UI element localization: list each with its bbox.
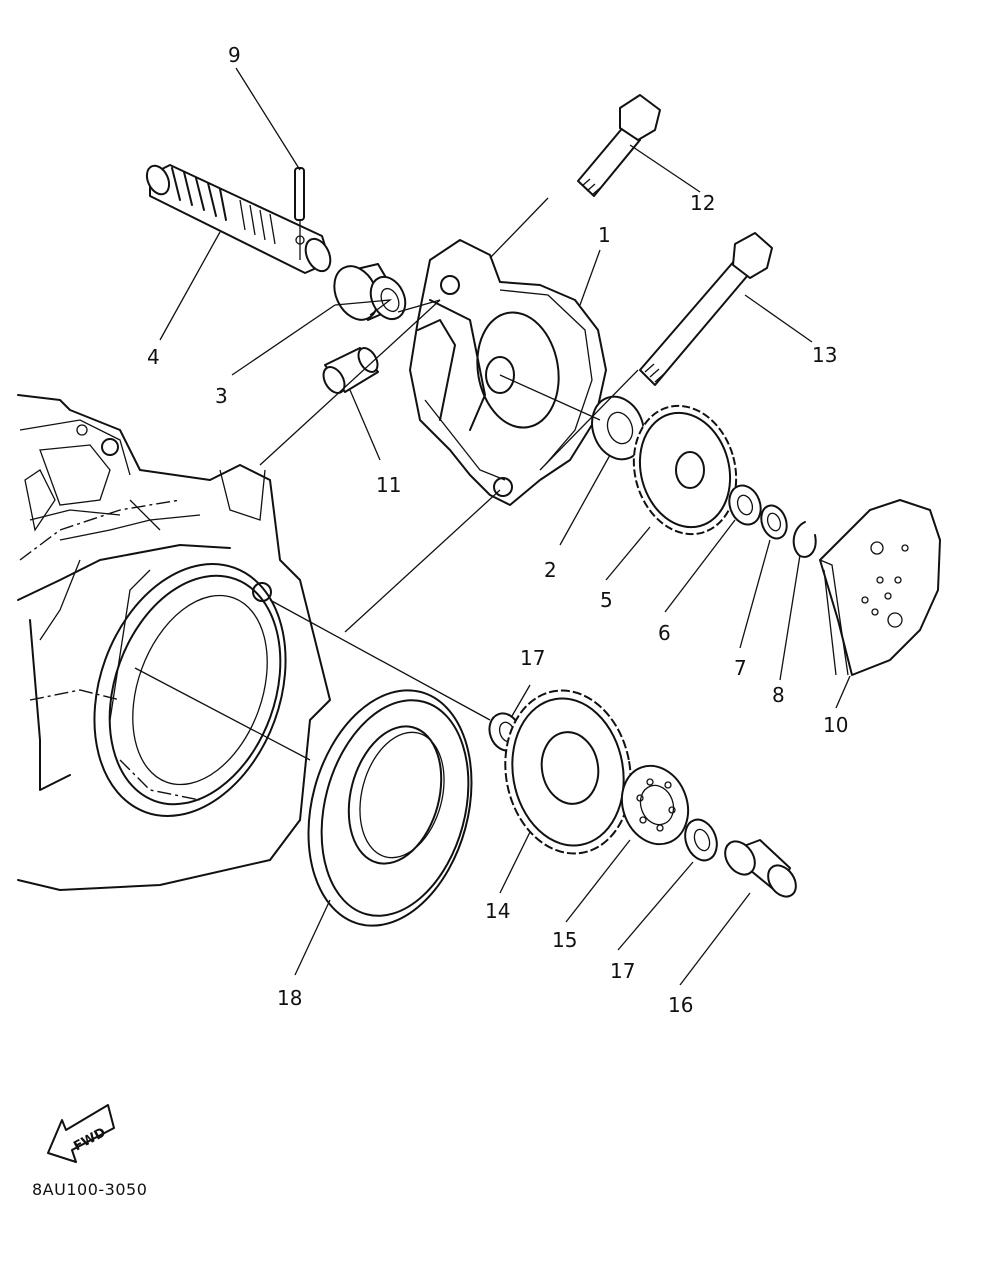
assembly-center-lines xyxy=(134,197,639,761)
part-14-gear xyxy=(504,689,632,855)
callout-labels: 9 4 3 11 1 12 13 2 5 6 7 8 10 17 14 15 1… xyxy=(147,43,848,1017)
part-18-oil-seal xyxy=(307,689,473,927)
label-part-3: 3 xyxy=(215,384,228,408)
label-part-10: 10 xyxy=(823,713,848,737)
label-part-18: 18 xyxy=(277,986,302,1010)
label-part-4: 4 xyxy=(147,345,160,369)
label-part-12: 12 xyxy=(690,191,715,215)
label-part-6: 6 xyxy=(658,621,671,645)
part-2-bearing xyxy=(591,395,645,461)
part-15-bearing xyxy=(620,764,690,846)
part-11-dowel xyxy=(322,347,379,394)
part-3-collar xyxy=(333,263,407,321)
part-6-washer xyxy=(728,484,762,526)
label-part-13: 13 xyxy=(812,343,837,367)
label-part-7: 7 xyxy=(734,656,747,680)
part-12-bolt xyxy=(577,94,661,197)
label-part-8: 8 xyxy=(772,683,785,707)
label-part-14: 14 xyxy=(485,899,510,923)
callout-leaders xyxy=(159,67,851,986)
part-16-collar xyxy=(724,839,797,898)
label-part-5: 5 xyxy=(600,588,613,612)
diagram-code: 8AU100-3050 xyxy=(32,1180,148,1199)
part-7-washer xyxy=(760,504,788,540)
label-part-16: 16 xyxy=(668,993,693,1017)
part-17-washer-lower xyxy=(684,818,718,862)
part-13-bolt xyxy=(639,232,773,386)
label-part-15: 15 xyxy=(552,928,577,952)
engine-case xyxy=(17,394,331,891)
label-part-9: 9 xyxy=(228,43,241,67)
label-part-2: 2 xyxy=(544,558,557,582)
part-8-clip xyxy=(792,521,817,558)
part-9-pin xyxy=(294,167,305,221)
fwd-arrow-icon: FWD xyxy=(47,1104,115,1163)
part-4-kick-shaft xyxy=(145,164,332,274)
part-10-plate xyxy=(819,499,941,676)
part-1-cover xyxy=(409,239,607,506)
label-part-11: 11 xyxy=(376,473,401,497)
label-part-17-upper: 17 xyxy=(520,646,545,670)
label-part-1: 1 xyxy=(598,223,611,247)
part-5-sprocket xyxy=(632,404,738,536)
label-part-17-lower: 17 xyxy=(610,959,635,983)
